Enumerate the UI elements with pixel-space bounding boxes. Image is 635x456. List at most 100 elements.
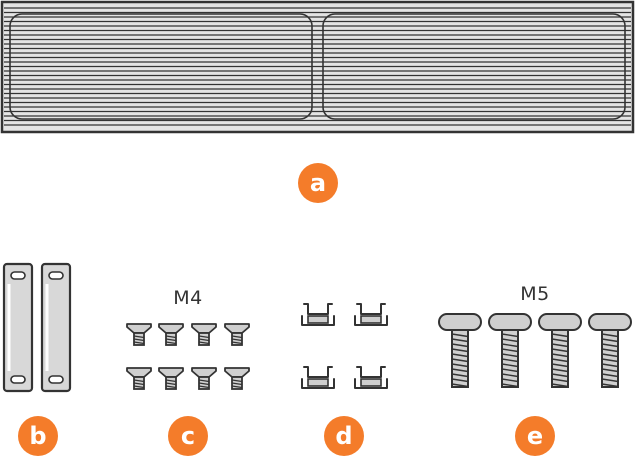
screw-thread <box>601 373 619 378</box>
pan-head-screw <box>538 313 582 388</box>
screw-thread <box>133 382 145 386</box>
flat-head-screw <box>158 367 184 390</box>
screw-thread <box>551 358 569 363</box>
screw-thread <box>601 358 619 363</box>
screw-shaft <box>551 329 569 388</box>
screw-thread <box>551 343 569 348</box>
flat-head-screw <box>224 367 250 390</box>
clip-nut-body <box>360 378 382 387</box>
screw-thread <box>551 338 569 343</box>
screw-thread <box>451 353 469 358</box>
panel-vent-right <box>322 13 626 120</box>
badge-c-circle <box>168 416 208 456</box>
badge-e: e <box>515 416 555 456</box>
screw-thread <box>501 343 519 348</box>
clip-nut <box>354 366 388 389</box>
screw-thread <box>451 338 469 343</box>
screw-thread <box>551 383 569 388</box>
screw-thread <box>451 343 469 348</box>
clip-nut <box>301 303 335 326</box>
rack-panel-icon <box>0 0 635 134</box>
screw-thread <box>601 378 619 383</box>
screw-thread <box>133 338 145 342</box>
badge-e-letter: e <box>527 422 543 450</box>
screw-head <box>126 367 152 378</box>
screw-thread <box>501 383 519 388</box>
pan-head-screw <box>438 313 482 388</box>
screw-thread <box>198 338 210 342</box>
screw-thread <box>501 333 519 338</box>
bracket-hole <box>48 375 64 384</box>
flat-head-screw <box>224 323 250 346</box>
clip-nut-body <box>360 315 382 324</box>
screw-thread <box>501 338 519 343</box>
badge-a: a <box>298 163 338 203</box>
badge-e-circle <box>515 416 555 456</box>
screw-thread <box>231 382 243 386</box>
badge-c-letter: c <box>181 422 195 450</box>
screw-thread <box>165 338 177 342</box>
screw-shaft <box>451 329 469 388</box>
screw-thread <box>451 378 469 383</box>
bracket-icon <box>2 262 72 393</box>
screw-thread <box>451 358 469 363</box>
screw-thread <box>551 353 569 358</box>
badge-b-circle <box>18 416 58 456</box>
screw-head <box>438 313 482 331</box>
screw-head <box>158 367 184 378</box>
bracket-hole <box>48 271 64 280</box>
badge-d-letter: d <box>335 422 352 450</box>
screw-thread <box>601 363 619 368</box>
panel-vent-left <box>9 13 313 120</box>
badge-a-letter: a <box>310 169 326 197</box>
pan-head-screw <box>588 313 632 388</box>
screw-thread <box>601 368 619 373</box>
screw-head <box>224 367 250 378</box>
screw-thread <box>551 378 569 383</box>
screw-thread <box>133 379 145 383</box>
screw-thread <box>551 368 569 373</box>
clip-nut <box>301 366 335 389</box>
clip-nut-outline <box>354 303 388 326</box>
screw-thread <box>133 335 145 339</box>
screw-thread <box>231 379 243 383</box>
screw-head <box>538 313 582 331</box>
screw-thread <box>601 333 619 338</box>
flat-head-screw <box>158 323 184 346</box>
badge-b-letter: b <box>29 422 46 450</box>
bracket-hole <box>10 375 26 384</box>
screw-thread <box>133 385 145 389</box>
screw-thread <box>601 343 619 348</box>
screw-thread <box>551 348 569 353</box>
screw-shaft <box>601 329 619 388</box>
screw-head <box>126 323 152 334</box>
screw-thread <box>451 348 469 353</box>
flat-head-screw <box>126 323 152 346</box>
bracket <box>2 262 34 393</box>
screw-thread <box>551 333 569 338</box>
screw-thread <box>231 341 243 345</box>
flat-head-screw <box>191 367 217 390</box>
screw-thread <box>501 348 519 353</box>
pan-head-screw <box>488 313 532 388</box>
screw-head <box>588 313 632 331</box>
badge-d-circle <box>324 416 364 456</box>
screw-thread <box>601 353 619 358</box>
screw-head <box>191 323 217 334</box>
clip-nut-outline <box>301 303 335 326</box>
clip-nut-body <box>307 378 329 387</box>
screw-thread <box>198 382 210 386</box>
clip-nut-body <box>307 315 329 324</box>
screw-thread <box>451 368 469 373</box>
screw-thread <box>165 385 177 389</box>
bracket <box>40 262 72 393</box>
screw-thread <box>501 368 519 373</box>
clip-nut <box>354 303 388 326</box>
pan-head-screw-icon <box>438 313 632 388</box>
screw-thread <box>601 348 619 353</box>
clip-nut-icon <box>301 303 388 389</box>
screw-thread <box>451 333 469 338</box>
bracket-hole <box>10 271 26 280</box>
screw-thread <box>231 385 243 389</box>
screw-thread <box>133 341 145 345</box>
